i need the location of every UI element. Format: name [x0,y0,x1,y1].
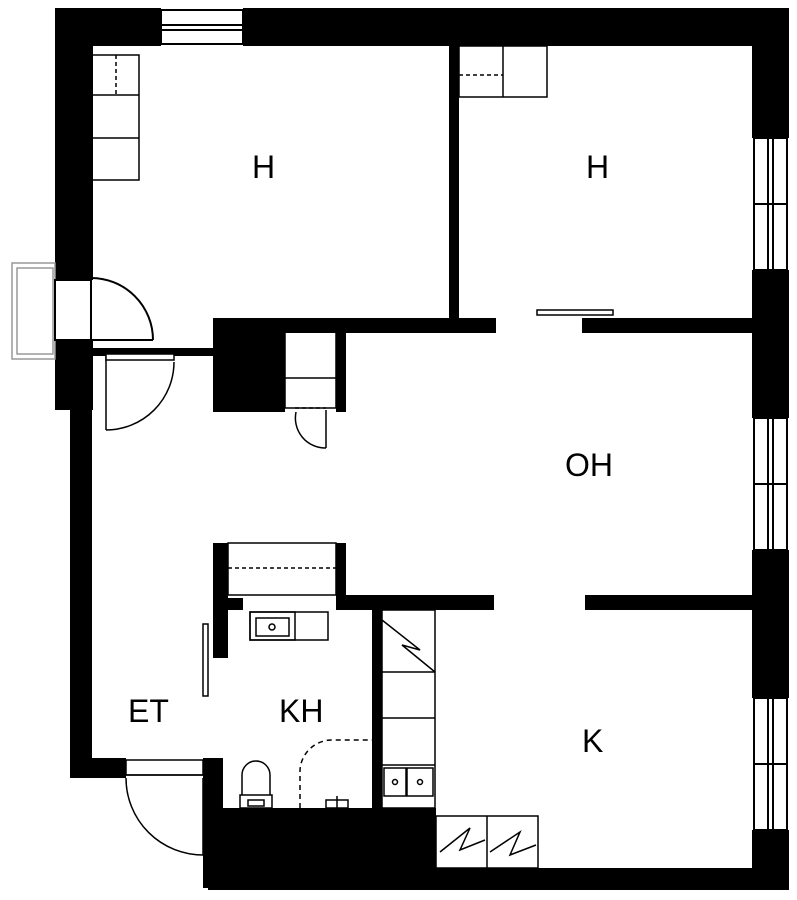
room-label-bedroom-1: H [252,149,275,185]
room-label-living-room: OH [565,447,613,483]
room-label-bedroom-2: H [586,149,609,185]
windows [160,9,788,831]
room-label-kitchen: K [582,723,603,759]
room-label-bathroom: KH [279,693,323,729]
room-labels: H H OH ET KH K [128,149,613,759]
outer-walls [55,8,789,890]
balcony-door [11,262,154,360]
room-label-entrance: ET [128,693,169,729]
interior-walls [90,44,754,812]
fixtures [91,45,548,869]
doors [105,309,614,856]
